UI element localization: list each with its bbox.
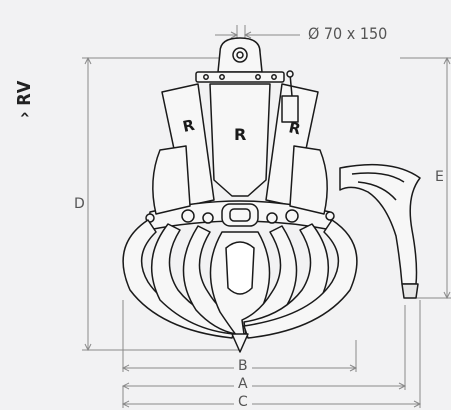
dimension-b-label: B (238, 358, 248, 374)
dimension-lines (82, 25, 451, 408)
hydraulic-pipe (281, 95, 299, 123)
separate-tine (339, 163, 421, 299)
tip (231, 333, 249, 353)
pin-dimension-label: Ø 70 x 150 (308, 24, 388, 43)
right-side-plate (289, 145, 328, 215)
dimension-e-label: E (435, 169, 444, 185)
center-cylinder (209, 83, 271, 197)
separate-tine-tip (401, 283, 419, 299)
dimension-a-label: A (238, 376, 248, 392)
svg-text:R: R (287, 118, 302, 138)
tine-far-right (243, 219, 358, 339)
tine-far-left (122, 219, 237, 339)
dimension-c-label: C (238, 394, 248, 410)
left-side-plate (152, 145, 191, 215)
svg-text:R: R (234, 125, 246, 144)
grab-body: R R R (122, 37, 358, 353)
top-plate (195, 71, 285, 83)
svg-text:R: R (181, 116, 196, 136)
dimension-d-label: D (74, 196, 85, 212)
